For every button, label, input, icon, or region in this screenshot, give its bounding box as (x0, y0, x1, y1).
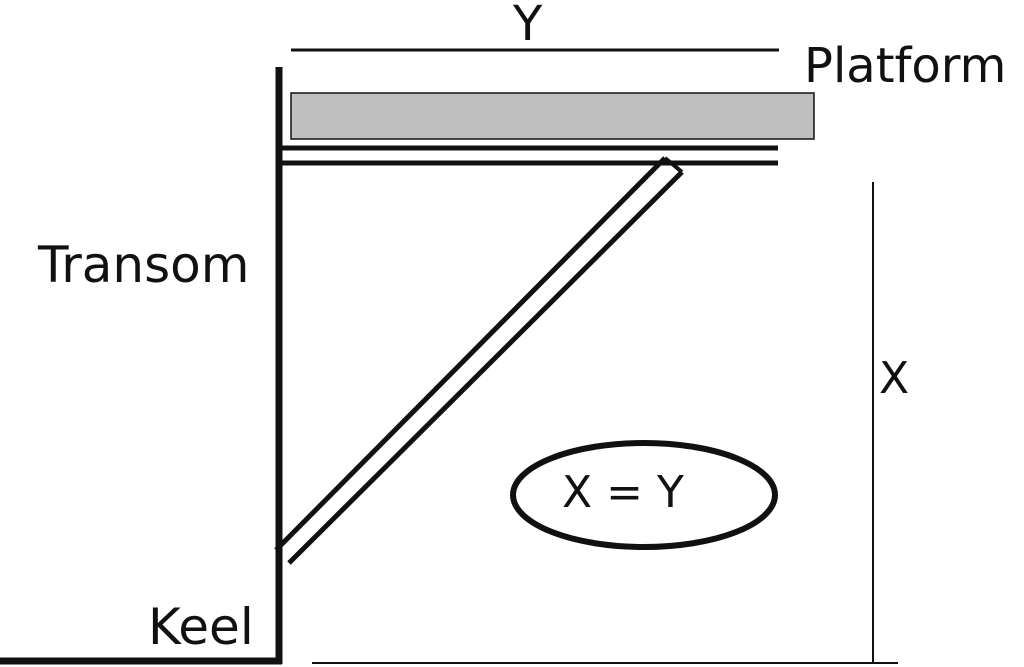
equation-ellipse (510, 440, 778, 550)
y-dimension-label: Y (513, 0, 543, 52)
equation-label: X = Y (562, 467, 684, 518)
platform-label: Platform (804, 38, 1007, 94)
diagonal-brace-lower (287, 170, 684, 565)
keel-label: Keel (148, 598, 254, 656)
diagonal-brace-upper (274, 156, 667, 552)
transom-label: Transom (38, 236, 250, 294)
x-dimension-label: X (879, 353, 910, 404)
platform-board (290, 92, 815, 140)
diagonal-brace-cap (663, 156, 684, 174)
